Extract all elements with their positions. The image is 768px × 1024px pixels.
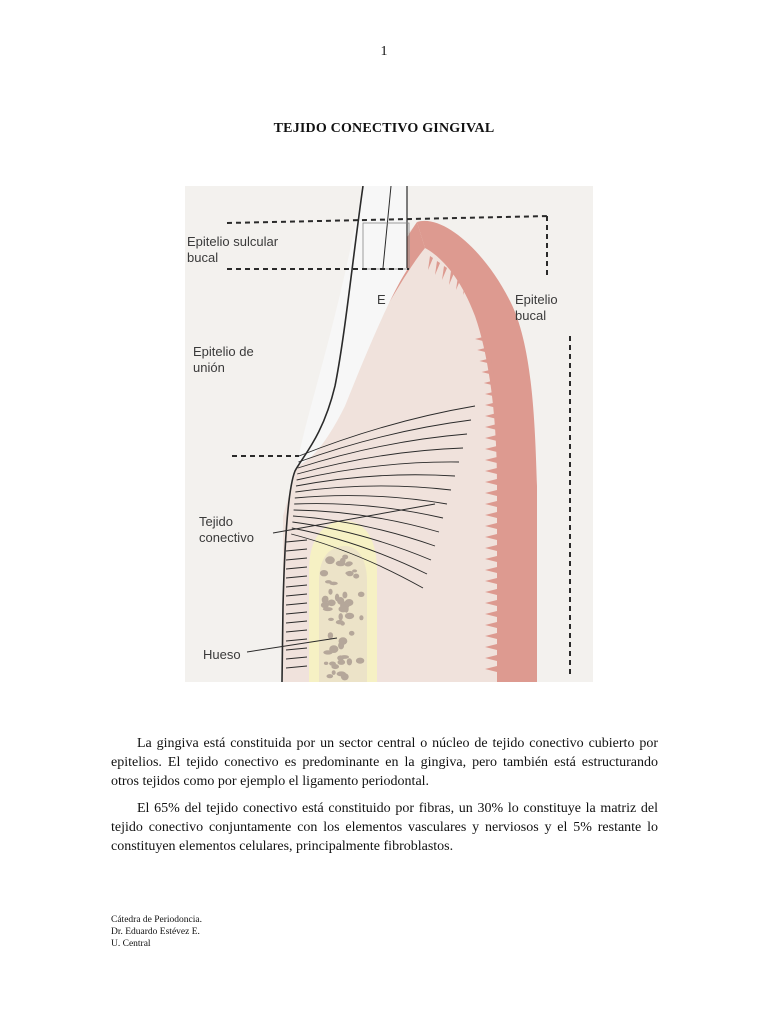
collagen-fiber: [285, 638, 308, 642]
collagen-fiber: [297, 447, 464, 475]
trabecula: [340, 673, 349, 681]
sulcus-box: [362, 222, 410, 270]
trabecula: [338, 613, 343, 621]
collagen-fiber: [295, 485, 452, 493]
gingiva-diagram-svg: Epitelio sulcular bucal E Epitelio bucal…: [185, 186, 593, 682]
label-epitelio-sulcular: Epitelio sulcular: [187, 234, 279, 249]
collagen-fiber: [285, 584, 308, 588]
trabecula: [319, 570, 329, 577]
footer: Cátedra de Periodoncia. Dr. Eduardo Esté…: [111, 914, 202, 950]
trabecula: [337, 597, 345, 605]
footer-line-2: Dr. Eduardo Estévez E.: [111, 927, 200, 937]
tooth-surface-line: [281, 186, 364, 682]
trabecula: [323, 661, 329, 665]
label-tejido: Tejido: [199, 514, 233, 529]
trabecula: [340, 655, 349, 659]
label-e-marker: E: [377, 292, 386, 307]
trabecula: [338, 605, 348, 613]
trabecula: [337, 659, 346, 665]
trabecula: [326, 674, 334, 679]
leader-tejido: [272, 503, 436, 534]
collagen-fiber: [291, 527, 428, 575]
oral-epithelium-layer: [417, 220, 537, 682]
collagen-fiber: [292, 521, 432, 561]
collagen-fiber: [285, 656, 308, 660]
trabecula: [331, 670, 336, 675]
paragraph-1-text: La gingiva está constituida por un secto…: [111, 736, 658, 789]
collagen-fiber: [285, 665, 308, 669]
leader-hueso: [246, 637, 338, 653]
label-epitelio-sulcular-2: bucal: [187, 250, 218, 265]
tooth-enamel: [297, 186, 407, 466]
collagen-fiber: [285, 548, 308, 552]
label-epitelio-union-2: unión: [193, 360, 225, 375]
trabecula: [344, 562, 352, 567]
trabecula: [323, 650, 333, 655]
collagen-fiber: [285, 593, 308, 597]
collagen-fiber: [285, 620, 308, 624]
gingiva-diagram: Epitelio sulcular bucal E Epitelio bucal…: [185, 186, 593, 682]
trabecula: [335, 620, 344, 625]
trabecula: [329, 581, 338, 586]
collagen-fiber: [296, 461, 460, 481]
trabecula: [342, 591, 348, 599]
collagen-fiber: [297, 433, 468, 469]
trabecula: [344, 612, 355, 620]
collagen-fiber: [285, 539, 308, 543]
document-title: TEJIDO CONECTIVO GINGIVAL: [273, 121, 495, 136]
collagen-fiber: [285, 629, 308, 633]
trabecula: [327, 557, 332, 561]
trabecula: [353, 573, 360, 579]
trabecula: [327, 599, 336, 607]
collagen-fiber: [295, 474, 456, 487]
footer-line-3: U. Central: [111, 939, 151, 949]
collagen-fiber: [285, 575, 308, 579]
trabecula: [321, 595, 329, 604]
measurement-lines: [226, 215, 571, 676]
enamel-edge-line: [382, 186, 392, 269]
paragraph-2-text: El 65% del tejido conectivo está constit…: [111, 801, 658, 854]
trabecula: [331, 664, 339, 670]
trabecula: [328, 617, 334, 621]
collagen-fiber: [285, 557, 308, 561]
trabecula: [345, 571, 354, 575]
label-epitelio-bucal-2: bucal: [515, 308, 546, 323]
label-epitelio-bucal: Epitelio: [515, 292, 558, 307]
bone-trabeculae: [319, 554, 365, 681]
trabecula: [328, 588, 333, 595]
trabecula: [357, 591, 365, 597]
collagen-fiber: [292, 515, 436, 547]
collagen-fiber: [285, 602, 308, 606]
trabecula: [346, 658, 353, 666]
trabecula: [348, 630, 355, 636]
collagen-fiber: [294, 503, 444, 519]
collagen-fiber: [285, 611, 308, 615]
gingival-fibers: [285, 405, 476, 669]
trabecula: [359, 615, 364, 621]
trabecula: [355, 657, 365, 664]
page-number: 1: [380, 44, 388, 59]
trabecula: [335, 560, 346, 567]
trabecula: [344, 599, 354, 606]
trabecula: [352, 569, 358, 573]
collagen-fiber: [285, 647, 308, 651]
collagen-fiber: [298, 405, 476, 457]
label-tejido-2: conectivo: [199, 530, 254, 545]
collagen-fiber: [294, 495, 448, 505]
footer-line-1: Cátedra de Periodoncia.: [111, 915, 203, 925]
trabecula: [327, 632, 334, 639]
collagen-fiber: [291, 533, 424, 589]
paragraph-2: El 65% del tejido conectivo está constit…: [111, 799, 658, 856]
collagen-fiber: [285, 566, 308, 570]
trabecula: [320, 602, 329, 609]
trabecula: [338, 637, 348, 645]
label-hueso: Hueso: [203, 647, 241, 662]
collagen-fiber: [298, 419, 472, 463]
label-epitelio-union: Epitelio de: [193, 344, 254, 359]
paragraph-1: La gingiva está constituida por un secto…: [111, 734, 658, 791]
